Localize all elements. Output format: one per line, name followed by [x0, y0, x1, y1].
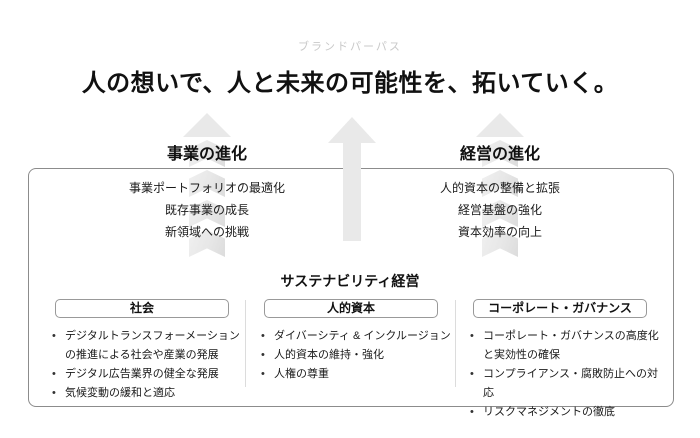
up-arrow-icon: [476, 113, 524, 257]
bullet-icon: •: [470, 330, 474, 342]
bullet-icon: •: [52, 387, 56, 399]
arrowhead-icon: [328, 117, 376, 143]
bullet-icon: •: [470, 406, 474, 418]
business-evolution-item: 事業ポートフォリオの最適化: [128, 181, 285, 195]
business-evolution-item: 新領域への挑戦: [164, 225, 249, 239]
management-evolution-item: 人的資本の整備と拡張: [439, 181, 560, 195]
bullet-icon: •: [52, 368, 56, 380]
pillar-bullet: •ダイバーシティ & インクルージョン: [261, 327, 451, 346]
arrowhead-icon: [183, 113, 231, 137]
business-evolution-item: 既存事業の成長: [164, 203, 249, 217]
bullet-icon: •: [261, 368, 265, 380]
brand-purpose-label: ブランドパーパス: [298, 41, 402, 53]
pillar-bullet: •デジタルトランスフォーメーションの推進による社会や産業の発展: [52, 327, 242, 365]
pillar-label-society: 社会: [55, 299, 229, 318]
pillar-bullet: •人権の尊重: [261, 365, 451, 384]
bullet-icon: •: [470, 368, 474, 380]
pillar-society: 社会 •デジタルトランスフォーメーションの推進による社会や産業の発展 •デジタル…: [52, 299, 242, 403]
up-arrow-icon: [183, 113, 231, 257]
column-divider: [245, 300, 246, 387]
pillar-bullet: •人的資本の維持・強化: [261, 346, 451, 365]
pillar-label-human-capital: 人的資本: [264, 299, 438, 318]
sustainability-title: サステナビリティ経営: [280, 273, 420, 289]
bullet-icon: •: [261, 330, 265, 342]
pillar-governance: コーポレート・ガバナンス •コーポレート・ガバナンスの高度化と実効性の確保 •コ…: [470, 299, 660, 422]
business-evolution-section: 事業の進化 事業ポートフォリオの最適化 既存事業の成長 新領域への挑戦: [107, 140, 307, 243]
arrowhead-icon: [476, 113, 524, 137]
pillar-bullet: •コーポレート・ガバナンスの高度化と実効性の確保: [470, 327, 660, 365]
pillar-label-governance: コーポレート・ガバナンス: [473, 299, 647, 318]
pillar-bullet: •コンプライアンス・腐敗防止への対応: [470, 365, 660, 403]
pillar-bullet: •リスクマネジメントの徹底: [470, 403, 660, 422]
business-evolution-title: 事業の進化: [166, 146, 247, 163]
up-arrow-icon: [328, 117, 376, 241]
management-evolution-item: 経営基盤の強化: [457, 203, 542, 217]
management-evolution-title: 経営の進化: [459, 146, 540, 163]
pillar-bullet: •気候変動の緩和と適応: [52, 384, 242, 403]
bullet-icon: •: [52, 330, 56, 342]
pillar-bullet: •デジタル広告業界の健全な発展: [52, 365, 242, 384]
main-title: 人の想いで、人と未来の可能性を、拓いていく。: [81, 70, 619, 97]
bullet-icon: •: [261, 349, 265, 361]
pillar-human-capital: 人的資本 •ダイバーシティ & インクルージョン •人的資本の維持・強化 •人権…: [261, 299, 451, 384]
management-evolution-section: 経営の進化 人的資本の整備と拡張 経営基盤の強化 資本効率の向上: [400, 140, 600, 243]
column-divider: [455, 300, 456, 387]
management-evolution-item: 資本効率の向上: [457, 225, 542, 239]
